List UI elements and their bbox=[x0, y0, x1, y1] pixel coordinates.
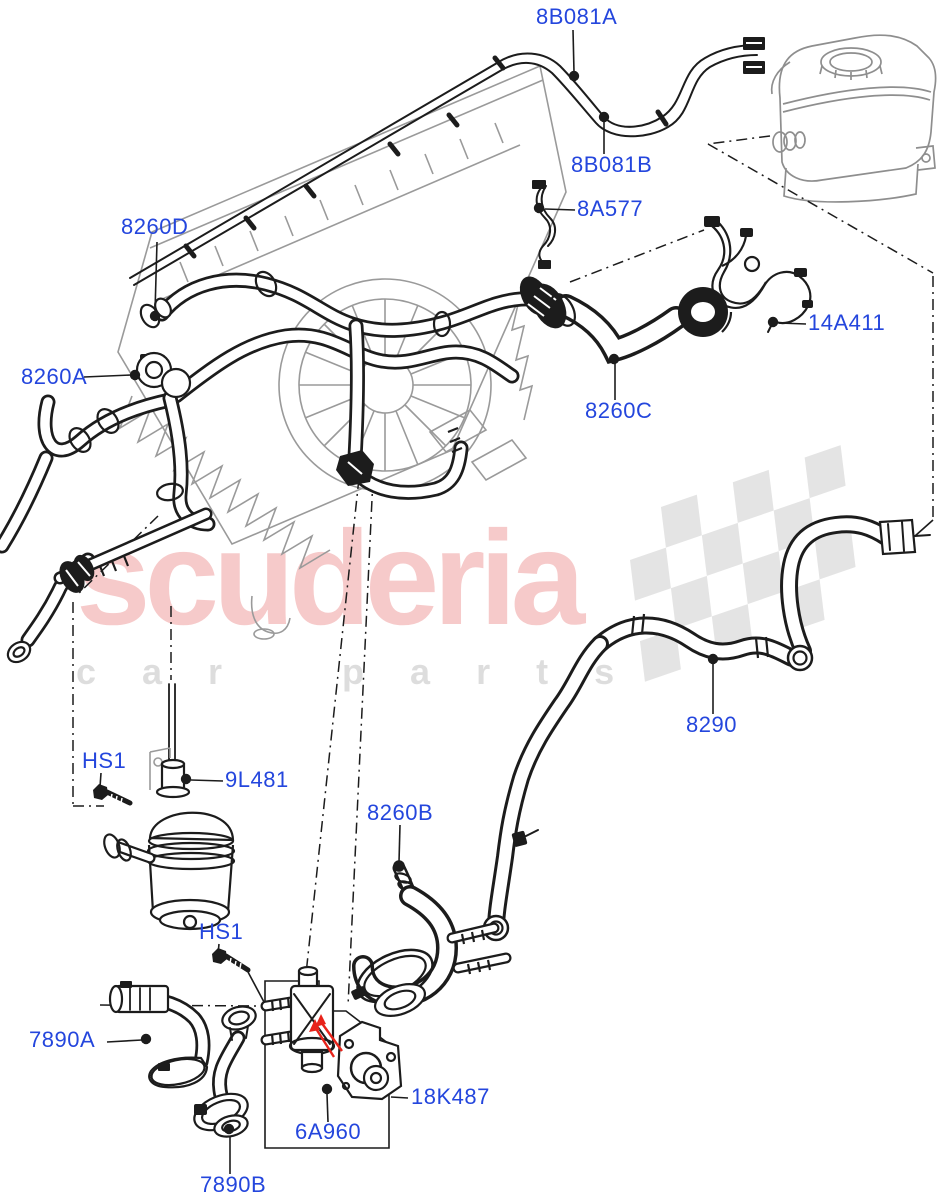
part-label-9l481: 9L481 bbox=[225, 767, 289, 792]
part-label-8b081b: 8B081B bbox=[571, 152, 652, 177]
hose-7890a-art bbox=[108, 981, 211, 1089]
part-label-8290: 8290 bbox=[686, 712, 737, 737]
harness-14a411-art bbox=[704, 216, 813, 333]
heater-pipes-art bbox=[129, 37, 765, 286]
watermark-tagline: car parts bbox=[76, 651, 660, 692]
checkered-flag-watermark bbox=[630, 445, 856, 682]
part-label-8260a: 8260A bbox=[21, 364, 87, 389]
hose-8290-art bbox=[482, 515, 931, 942]
ring-clamp bbox=[786, 644, 814, 672]
part-number-callouts: 8B081A 8B081B 8A577 8260D 8260A 14A411 8… bbox=[21, 4, 885, 1197]
part-label-8260d: 8260D bbox=[121, 214, 188, 239]
pump-6a960-art bbox=[336, 1020, 403, 1101]
red-pointer-arrows bbox=[309, 1014, 343, 1058]
part-label-8260b: 8260B bbox=[367, 800, 433, 825]
part-label-8b081a: 8B081A bbox=[536, 4, 617, 29]
radiator-fins bbox=[118, 395, 331, 570]
hose-cluster-art bbox=[0, 270, 584, 664]
harness-8a577-art bbox=[532, 180, 556, 269]
hose-8260b-art bbox=[351, 861, 512, 1017]
part-label-hs1-bottom: HS1 bbox=[199, 919, 243, 944]
bolt-hs1-bottom bbox=[212, 948, 265, 1003]
pump-9l481-art bbox=[103, 683, 236, 931]
part-label-18k487: 18K487 bbox=[411, 1084, 490, 1109]
quick-connector bbox=[878, 518, 917, 556]
part-label-14a411: 14A411 bbox=[808, 310, 885, 335]
radiator-assembly-art bbox=[117, 64, 567, 640]
bolt-hs1-top bbox=[93, 784, 133, 806]
hose-sensor-clip bbox=[511, 830, 528, 847]
part-label-hs1-top: HS1 bbox=[82, 748, 126, 773]
callout-leaders bbox=[83, 29, 807, 1174]
watermark-layer: scuderia car parts bbox=[76, 445, 856, 692]
hose-8260c-art bbox=[519, 276, 733, 364]
hose-7890b-art bbox=[193, 1005, 257, 1138]
watermark-brand: scuderia bbox=[76, 504, 587, 653]
part-label-6a960: 6A960 bbox=[295, 1119, 361, 1144]
part-label-8a577: 8A577 bbox=[577, 196, 643, 221]
pump-8260a-art bbox=[135, 351, 192, 399]
heater-control-valve-art bbox=[260, 965, 336, 1074]
part-label-7890a: 7890A bbox=[29, 1027, 95, 1052]
coolant-expansion-tank-art bbox=[770, 34, 937, 203]
part-label-7890b: 7890B bbox=[200, 1172, 266, 1197]
part-label-8260c: 8260C bbox=[585, 398, 652, 423]
valve-kit-18k487-art bbox=[260, 965, 403, 1149]
